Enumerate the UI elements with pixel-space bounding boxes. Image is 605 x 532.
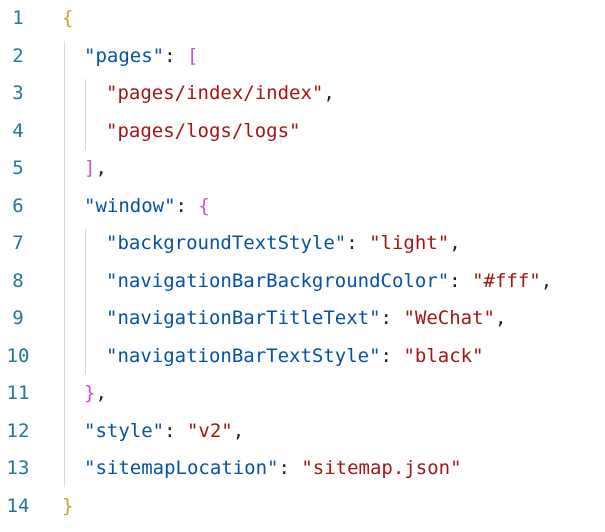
- code-line[interactable]: 14}: [0, 488, 605, 526]
- bracket: [: [186, 44, 199, 67]
- punctuation: :: [175, 194, 199, 217]
- code-line[interactable]: 11},: [0, 375, 605, 413]
- line-number: 3: [12, 82, 24, 104]
- line-number: 12: [6, 419, 30, 442]
- code-text: "style": "v2",: [84, 413, 244, 451]
- code-text: "navigationBarBackgroundColor": "#fff",: [106, 263, 552, 301]
- line-number: 9: [12, 307, 24, 329]
- code-line[interactable]: 13 "sitemapLocation": "sitemap.json": [0, 450, 605, 488]
- line-number: 5: [12, 157, 24, 179]
- line-number: 7: [12, 232, 24, 254]
- bracket: }: [62, 494, 74, 517]
- code-text: ],: [84, 150, 107, 188]
- code-line[interactable]: 7 "backgroundTextStyle": "light",: [0, 225, 605, 263]
- code-text: "navigationBarTitleText": "WeChat",: [106, 300, 506, 338]
- json-string: "v2": [186, 419, 233, 442]
- code-text: "backgroundTextStyle": "light",: [106, 225, 461, 263]
- code-text: "pages/logs/logs": [106, 113, 300, 151]
- code-line[interactable]: 3 "pages/index/index",: [0, 75, 605, 113]
- json-key: "navigationBarTextStyle": [106, 344, 381, 367]
- punctuation: :: [380, 307, 404, 329]
- indent-guide: [85, 229, 86, 374]
- punctuation: ,: [232, 419, 245, 442]
- punctuation: :: [346, 232, 370, 254]
- line-number: 13: [6, 457, 30, 479]
- indent-guide: [85, 79, 86, 150]
- code-text: "navigationBarTextStyle": "black": [106, 338, 484, 376]
- line-number: 6: [12, 194, 24, 217]
- line-number: 14: [6, 494, 30, 517]
- punctuation: ,: [540, 269, 553, 292]
- code-text: },: [84, 375, 107, 413]
- code-line[interactable]: 4 "pages/logs/logs": [0, 113, 605, 151]
- line-number: 1: [12, 7, 24, 29]
- json-key: "sitemapLocation": [84, 457, 279, 479]
- bracket: {: [198, 194, 210, 217]
- json-key: "window": [84, 194, 176, 217]
- code-text: {: [62, 0, 73, 38]
- code-line[interactable]: 6 "window": {: [0, 188, 605, 226]
- line-number: 4: [12, 119, 24, 142]
- punctuation: :: [380, 344, 404, 367]
- code-line[interactable]: 9 "navigationBarTitleText": "WeChat",: [0, 300, 605, 338]
- json-key: "navigationBarBackgroundColor": [106, 269, 450, 292]
- indent-guide: [64, 41, 65, 487]
- code-line[interactable]: 1{: [0, 0, 605, 38]
- punctuation: ,: [323, 82, 335, 104]
- punctuation: :: [164, 419, 187, 442]
- punctuation: ,: [95, 157, 107, 179]
- code-text: "pages": [: [84, 38, 198, 76]
- line-number: 8: [12, 269, 24, 292]
- json-key: "style": [84, 419, 165, 442]
- json-key: "navigationBarTitleText": [106, 307, 381, 329]
- line-number: 10: [6, 344, 30, 367]
- json-string: "light": [369, 232, 450, 254]
- code-text: }: [62, 488, 73, 526]
- punctuation: :: [164, 44, 187, 67]
- punctuation: :: [449, 269, 473, 292]
- code-text: "window": {: [84, 188, 210, 226]
- code-text: "pages/index/index",: [106, 75, 335, 113]
- json-string: "pages/index/index": [106, 82, 324, 104]
- punctuation: ,: [449, 232, 461, 254]
- bracket: ]: [84, 157, 96, 179]
- code-line[interactable]: 12 "style": "v2",: [0, 413, 605, 451]
- json-key: "backgroundTextStyle": [106, 232, 347, 254]
- json-string: "sitemap.json": [301, 457, 462, 479]
- code-line[interactable]: 5],: [0, 150, 605, 188]
- json-string: "#fff": [472, 269, 541, 292]
- json-key: "pages": [84, 44, 165, 67]
- json-string: "black": [403, 344, 484, 367]
- punctuation: ,: [95, 382, 107, 404]
- bracket: }: [84, 382, 96, 404]
- code-text: "sitemapLocation": "sitemap.json": [84, 450, 462, 488]
- code-line[interactable]: 2 "pages": [: [0, 38, 605, 76]
- bracket: {: [62, 7, 74, 29]
- json-string: "WeChat": [403, 307, 495, 329]
- code-line[interactable]: 10 "navigationBarTextStyle": "black": [0, 338, 605, 376]
- code-line[interactable]: 8 "navigationBarBackgroundColor": "#fff",: [0, 263, 605, 301]
- line-number: 2: [12, 44, 24, 67]
- punctuation: :: [278, 457, 302, 479]
- punctuation: ,: [494, 307, 507, 329]
- line-number: 11: [6, 382, 30, 404]
- json-string: "pages/logs/logs": [106, 119, 301, 142]
